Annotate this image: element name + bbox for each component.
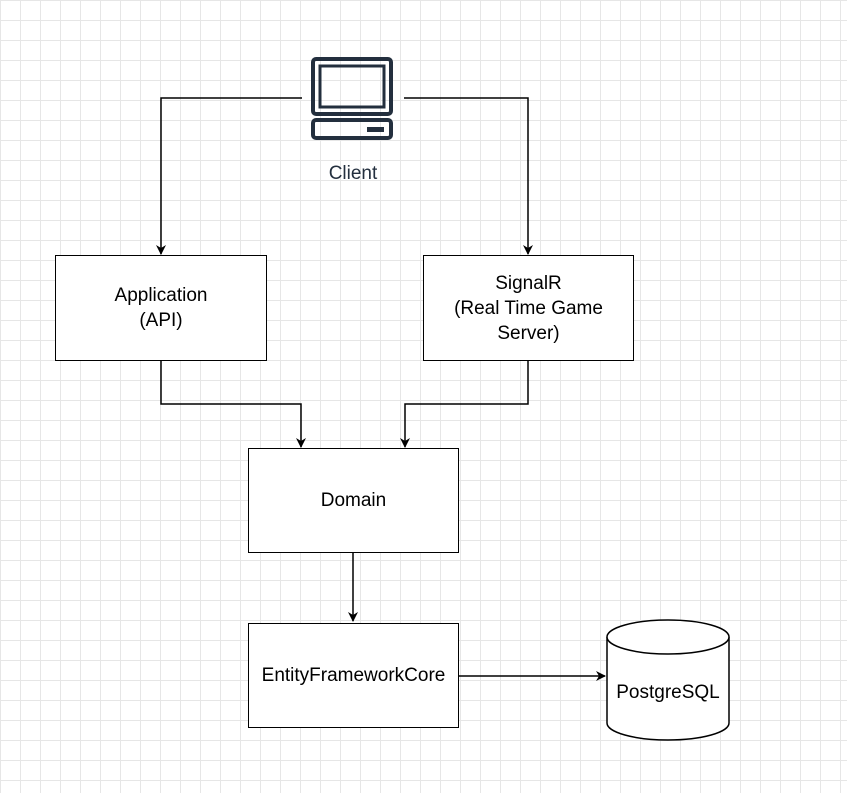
signalr-sublabel-2: Server) (497, 322, 560, 344)
efcore-label: EntityFrameworkCore (261, 665, 446, 686)
signalr-label: SignalR (495, 272, 562, 294)
edge-client-application[interactable] (156, 97, 302, 255)
application-sublabel: (API) (139, 310, 183, 331)
desktop-computer-icon[interactable] (311, 57, 393, 140)
signalr-box[interactable]: SignalR (Real Time Game Server) (423, 255, 634, 361)
client-label: Client (328, 163, 378, 184)
efcore-box[interactable]: EntityFrameworkCore (248, 623, 459, 728)
domain-box[interactable]: Domain (248, 448, 459, 553)
application-label: Application (114, 285, 208, 306)
edge-client-signalr[interactable] (404, 97, 533, 255)
application-box[interactable]: Application (API) (55, 255, 267, 361)
signalr-sublabel-1: (Real Time Game (454, 297, 603, 319)
edge-signalr-domain[interactable] (400, 361, 529, 448)
edge-application-domain[interactable] (160, 361, 306, 448)
domain-label: Domain (320, 490, 387, 511)
postgresql-label: PostgreSQL (616, 682, 720, 703)
postgresql-cylinder[interactable] (606, 619, 730, 741)
